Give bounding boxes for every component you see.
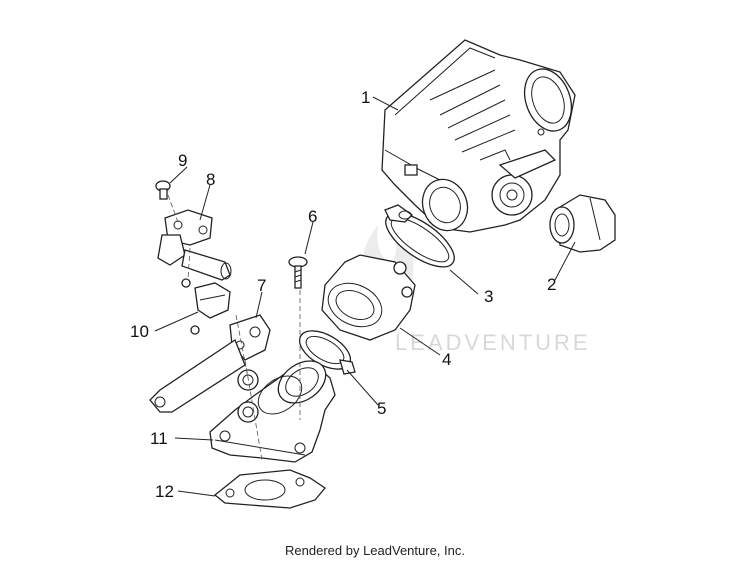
- alignment-lines: [167, 194, 301, 461]
- callout-10: 10: [130, 322, 149, 341]
- part-8-injector: [157, 209, 232, 281]
- part-4-spacer: [321, 254, 416, 341]
- part-12-gasket: [213, 469, 326, 509]
- part-7-bracket: [149, 314, 271, 413]
- part-3-o-ring: [384, 204, 455, 268]
- callout-7: 7: [257, 276, 266, 295]
- leader-lines: [154, 96, 576, 497]
- part-5-clamp: [298, 330, 356, 375]
- part-6-screw: [288, 256, 308, 289]
- part-2-sensor-plug: [549, 194, 616, 253]
- callout-3: 3: [484, 287, 493, 306]
- callout-9: 9: [178, 151, 187, 170]
- part-11-manifold: [209, 360, 336, 463]
- callout-5: 5: [377, 399, 386, 418]
- callout-12: 12: [155, 482, 174, 501]
- callout-6: 6: [308, 207, 317, 226]
- callout-1: 1: [361, 88, 370, 107]
- callout-2: 2: [547, 275, 556, 294]
- part-10-sensor: [181, 278, 231, 335]
- callout-11: 11: [150, 429, 168, 448]
- callout-8: 8: [206, 170, 215, 189]
- callout-4: 4: [442, 350, 451, 369]
- callout-numbers: 1 2 3 4 5 6 7 8 9 10 11 12: [130, 88, 556, 501]
- part-9-bolt: [155, 180, 171, 200]
- footer-credit: Rendered by LeadVenture, Inc.: [285, 543, 465, 558]
- watermark-text: LEADVENTURE: [395, 330, 591, 355]
- part-1-throttle-body: [381, 39, 576, 233]
